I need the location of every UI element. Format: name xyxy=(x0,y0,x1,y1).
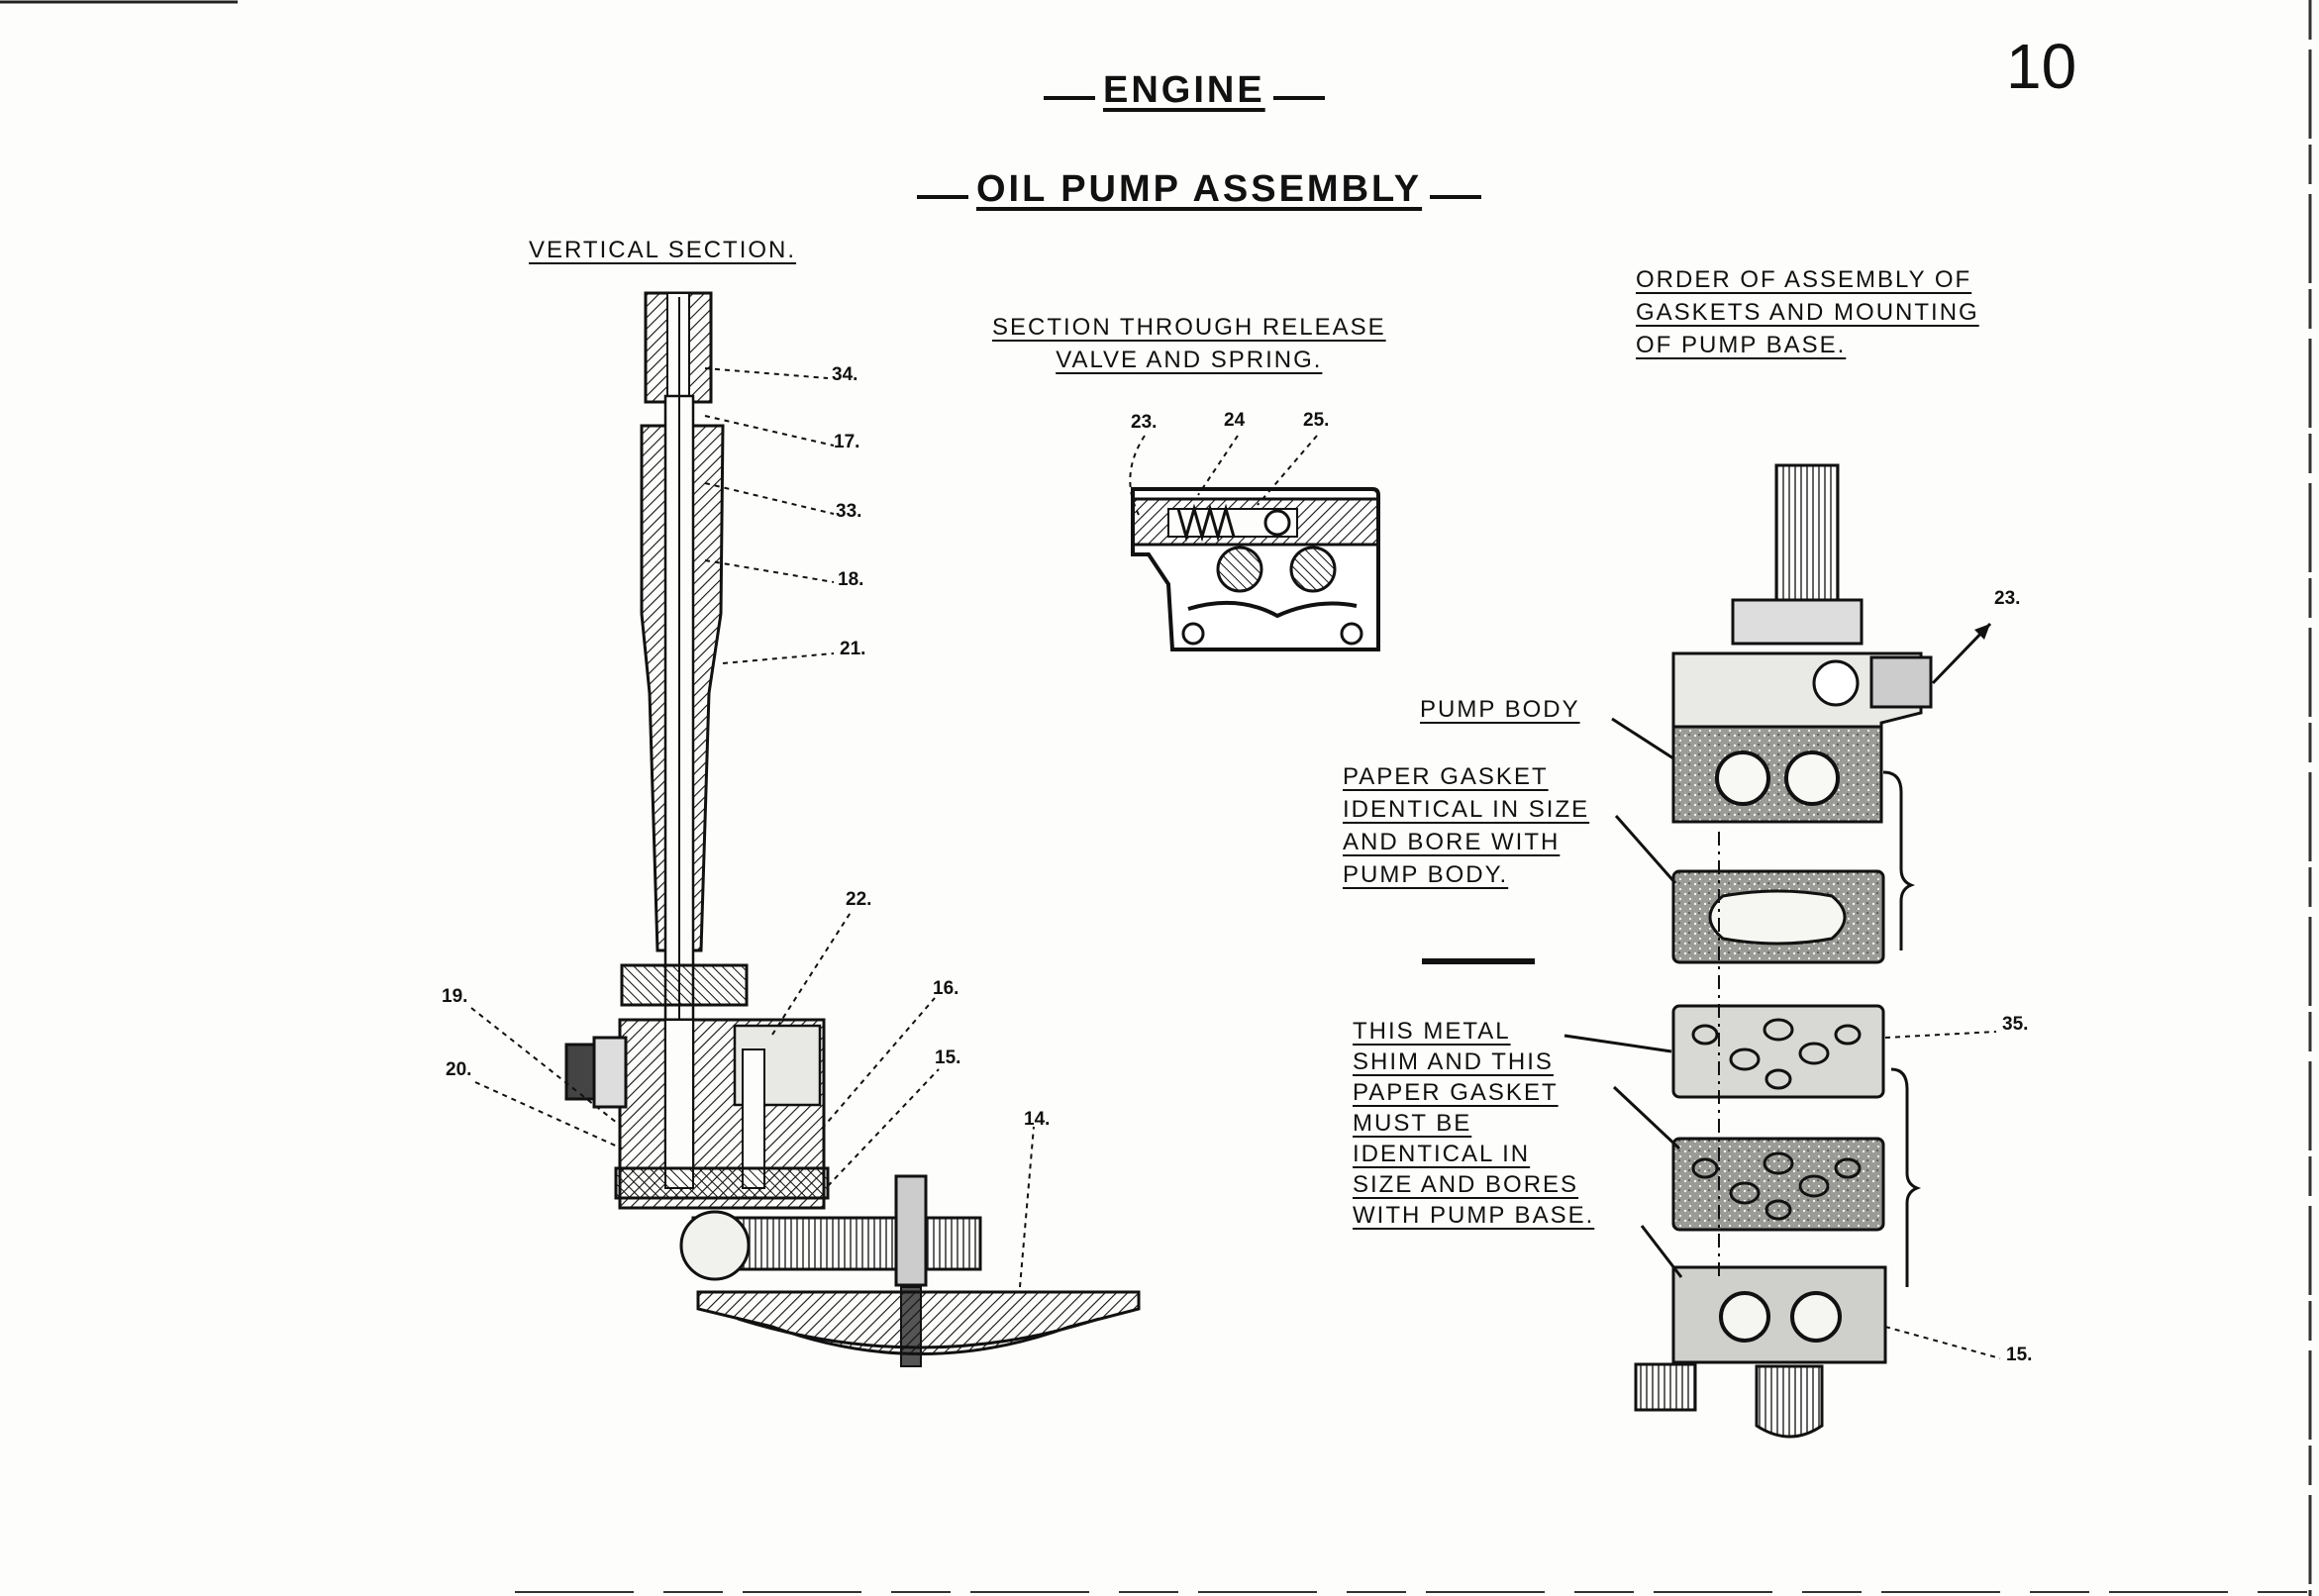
part-number-33: 33. xyxy=(836,501,862,522)
part-number-16: 16. xyxy=(933,978,959,999)
part-number-24: 24 xyxy=(1224,410,1246,431)
page-title: OIL PUMP ASSEMBLY xyxy=(976,168,1423,210)
assembly-order-caption: ORDER OF ASSEMBLY OF GASKETS AND MOUNTIN… xyxy=(1636,266,1979,358)
page-number: 10 xyxy=(2006,31,2077,102)
assembly-bolt-holes xyxy=(1691,1018,1862,1221)
part-number-18: 18. xyxy=(838,569,864,590)
assembly-order-drawing xyxy=(1422,463,1992,1439)
part-number-14: 14. xyxy=(1024,1109,1051,1130)
paper-gasket-label: PAPER GASKET IDENTICAL IN SIZE AND BORE … xyxy=(1343,763,1590,888)
vertical-section-drawing xyxy=(564,291,1141,1367)
part-number-35: 35. xyxy=(2002,1014,2029,1035)
section-title: ENGINE xyxy=(1103,69,1265,111)
part-number-15-assembly: 15. xyxy=(2006,1345,2033,1365)
part-number-20: 20. xyxy=(446,1059,472,1080)
part-number-17: 17. xyxy=(834,432,860,452)
part-number-15-vertical: 15. xyxy=(935,1047,961,1068)
part-number-34: 34. xyxy=(832,364,858,385)
vertical-section-caption: VERTICAL SECTION. xyxy=(529,237,797,263)
release-valve-drawing xyxy=(1131,487,1380,651)
part-number-21: 21. xyxy=(840,639,866,659)
part-number-19: 19. xyxy=(442,986,468,1007)
pump-body-label: PUMP BODY xyxy=(1420,696,1580,723)
part-number-22: 22. xyxy=(846,889,872,910)
part-number-23-assembly: 23. xyxy=(1994,588,2021,609)
part-number-23-valve: 23. xyxy=(1131,412,1158,433)
page-title-row: OIL PUMP ASSEMBLY xyxy=(909,168,1489,211)
release-valve-caption: SECTION THROUGH RELEASE VALVE AND SPRING… xyxy=(992,314,1386,373)
metal-shim-label: THIS METAL SHIM AND THIS PAPER GASKET MU… xyxy=(1353,1018,1595,1229)
section-heading: ENGINE xyxy=(1036,69,1333,112)
part-number-25: 25. xyxy=(1303,410,1330,431)
